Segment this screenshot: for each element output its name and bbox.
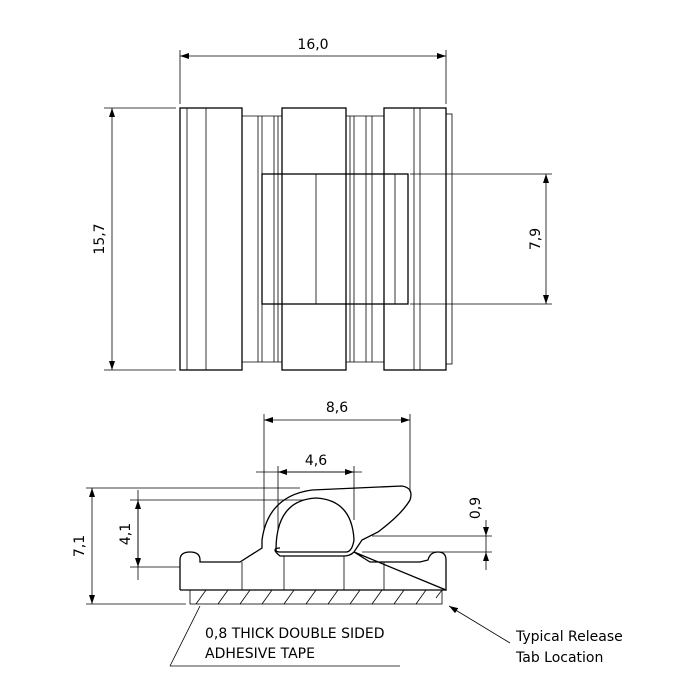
dim-width-16: 16,0 [179, 37, 447, 104]
side-view: 8,6 4,6 7,1 4,1 [72, 400, 623, 667]
tape-note-line2: ADHESIVE TAPE [205, 646, 315, 662]
dim-inner-7-9-label: 7,9 [528, 228, 544, 250]
dim-width-8-6: 8,6 [263, 400, 411, 530]
side-view-profile [179, 485, 447, 591]
dim-height-15-7-label: 15,7 [92, 223, 108, 254]
dim-lip-0-9-label: 0,9 [468, 497, 484, 519]
adhesive-tape [189, 589, 443, 605]
dim-height-15-7: 15,7 [92, 107, 176, 371]
dim-opening-4-6: 4,6 [256, 453, 362, 530]
dim-height-7-1: 7,1 [72, 487, 300, 605]
top-view: 16,0 15,7 7,9 [92, 37, 552, 371]
release-tab-note: Typical Release Tab Location [448, 605, 623, 666]
tape-note-line1: 0,8 THICK DOUBLE SIDED [205, 626, 385, 642]
dim-opening-4-6-label: 4,6 [305, 453, 327, 469]
dim-width-16-label: 16,0 [297, 37, 328, 53]
tape-note: 0,8 THICK DOUBLE SIDED ADHESIVE TAPE [169, 605, 400, 667]
release-tab-note-line2: Tab Location [515, 650, 603, 666]
dim-lip-0-9: 0,9 [362, 497, 492, 570]
dim-height-4-1: 4,1 [118, 490, 304, 580]
dim-width-8-6-label: 8,6 [326, 400, 348, 416]
dim-height-7-1-label: 7,1 [72, 535, 88, 557]
top-view-body [179, 107, 453, 371]
dim-height-4-1-label: 4,1 [118, 523, 134, 545]
dim-inner-7-9: 7,9 [410, 173, 552, 305]
release-tab-note-line1: Typical Release [515, 629, 623, 645]
